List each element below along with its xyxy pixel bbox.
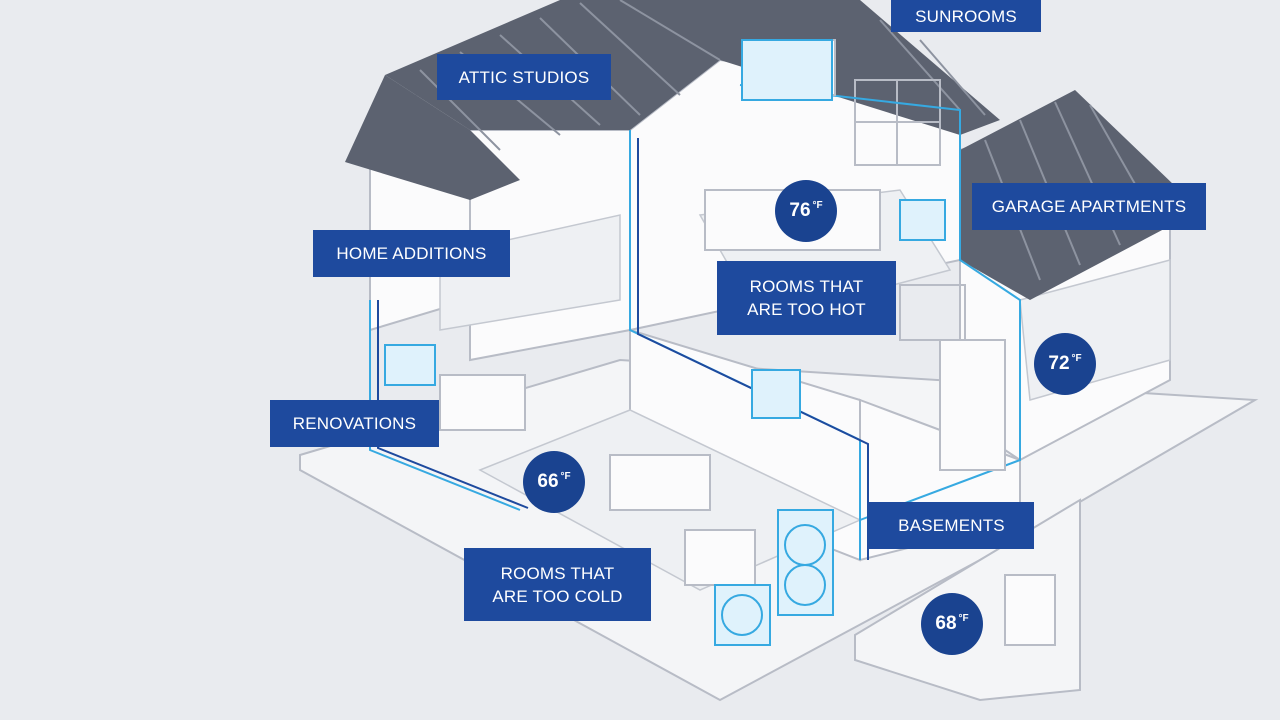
label-attic-studios: ATTIC STUDIOS xyxy=(437,54,611,100)
windows xyxy=(854,79,966,341)
temp-badge-garage: 72°F xyxy=(1034,333,1096,395)
label-sunrooms: SUNROOMS xyxy=(891,0,1041,32)
temp-badge-basement: 68°F xyxy=(921,593,983,655)
main-roof xyxy=(345,0,1000,200)
label-renovations: RENOVATIONS xyxy=(270,400,439,447)
temp-badge-bedroom: 76°F xyxy=(775,180,837,242)
label-rooms-too-hot: ROOMS THAT ARE TOO HOT xyxy=(717,261,896,335)
label-garage-apartments: GARAGE APARTMENTS xyxy=(972,183,1206,230)
temp-badge-living-room: 66°F xyxy=(523,451,585,513)
outdoor-units xyxy=(714,509,834,646)
label-rooms-too-cold: ROOMS THAT ARE TOO COLD xyxy=(464,548,651,621)
indoor-units xyxy=(384,39,946,419)
label-basements: BASEMENTS xyxy=(869,502,1034,549)
label-home-additions: HOME ADDITIONS xyxy=(313,230,510,277)
